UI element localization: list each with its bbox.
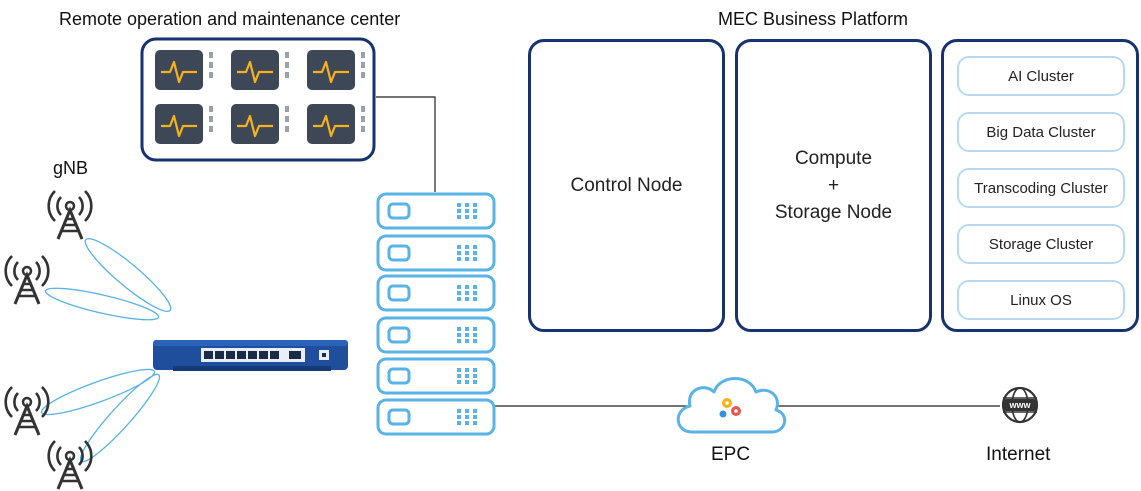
globe-icon (1001, 386, 1039, 424)
antenna-icon (47, 189, 93, 241)
remote-center-panel (140, 37, 376, 162)
cloud-icon (676, 377, 787, 434)
cluster-item-linux-os: Linux OS (957, 280, 1125, 320)
connection-lines (376, 96, 1000, 407)
cluster-item-storage: Storage Cluster (957, 224, 1125, 264)
server-unit-icon (376, 398, 496, 436)
mec-platform-title: MEC Business Platform (718, 9, 909, 29)
www-label: www (1009, 400, 1031, 410)
gear-icon (719, 398, 741, 418)
server-unit-icon (376, 316, 496, 354)
gnb-label: gNB (53, 158, 89, 178)
server-unit-icon (376, 234, 496, 272)
control-node-label: Control Node (570, 175, 683, 196)
cluster-panel: AI Cluster Big Data Cluster Transcoding … (941, 39, 1139, 332)
epc-label: EPC (711, 444, 751, 465)
server-unit-icon (376, 192, 496, 230)
wireless-links (40, 238, 172, 463)
cluster-item-transcoding: Transcoding Cluster (957, 168, 1125, 208)
control-node-box: Control Node (528, 39, 725, 332)
compute-label: Compute (794, 148, 873, 169)
storage-node-label: Storage Node (774, 202, 893, 223)
plus-label: + (827, 175, 840, 196)
internet-label: Internet (986, 444, 1051, 465)
server-rack (376, 192, 496, 436)
cluster-item-big-data: Big Data Cluster (957, 112, 1125, 152)
server-unit-icon (376, 357, 496, 395)
remote-center-title: Remote operation and maintenance center (59, 9, 401, 29)
switch-icon (153, 340, 348, 371)
cluster-item-ai: AI Cluster (957, 56, 1125, 96)
antenna-icon (4, 254, 50, 306)
compute-storage-node-box: Compute + Storage Node (735, 39, 932, 332)
server-unit-icon (376, 274, 496, 312)
